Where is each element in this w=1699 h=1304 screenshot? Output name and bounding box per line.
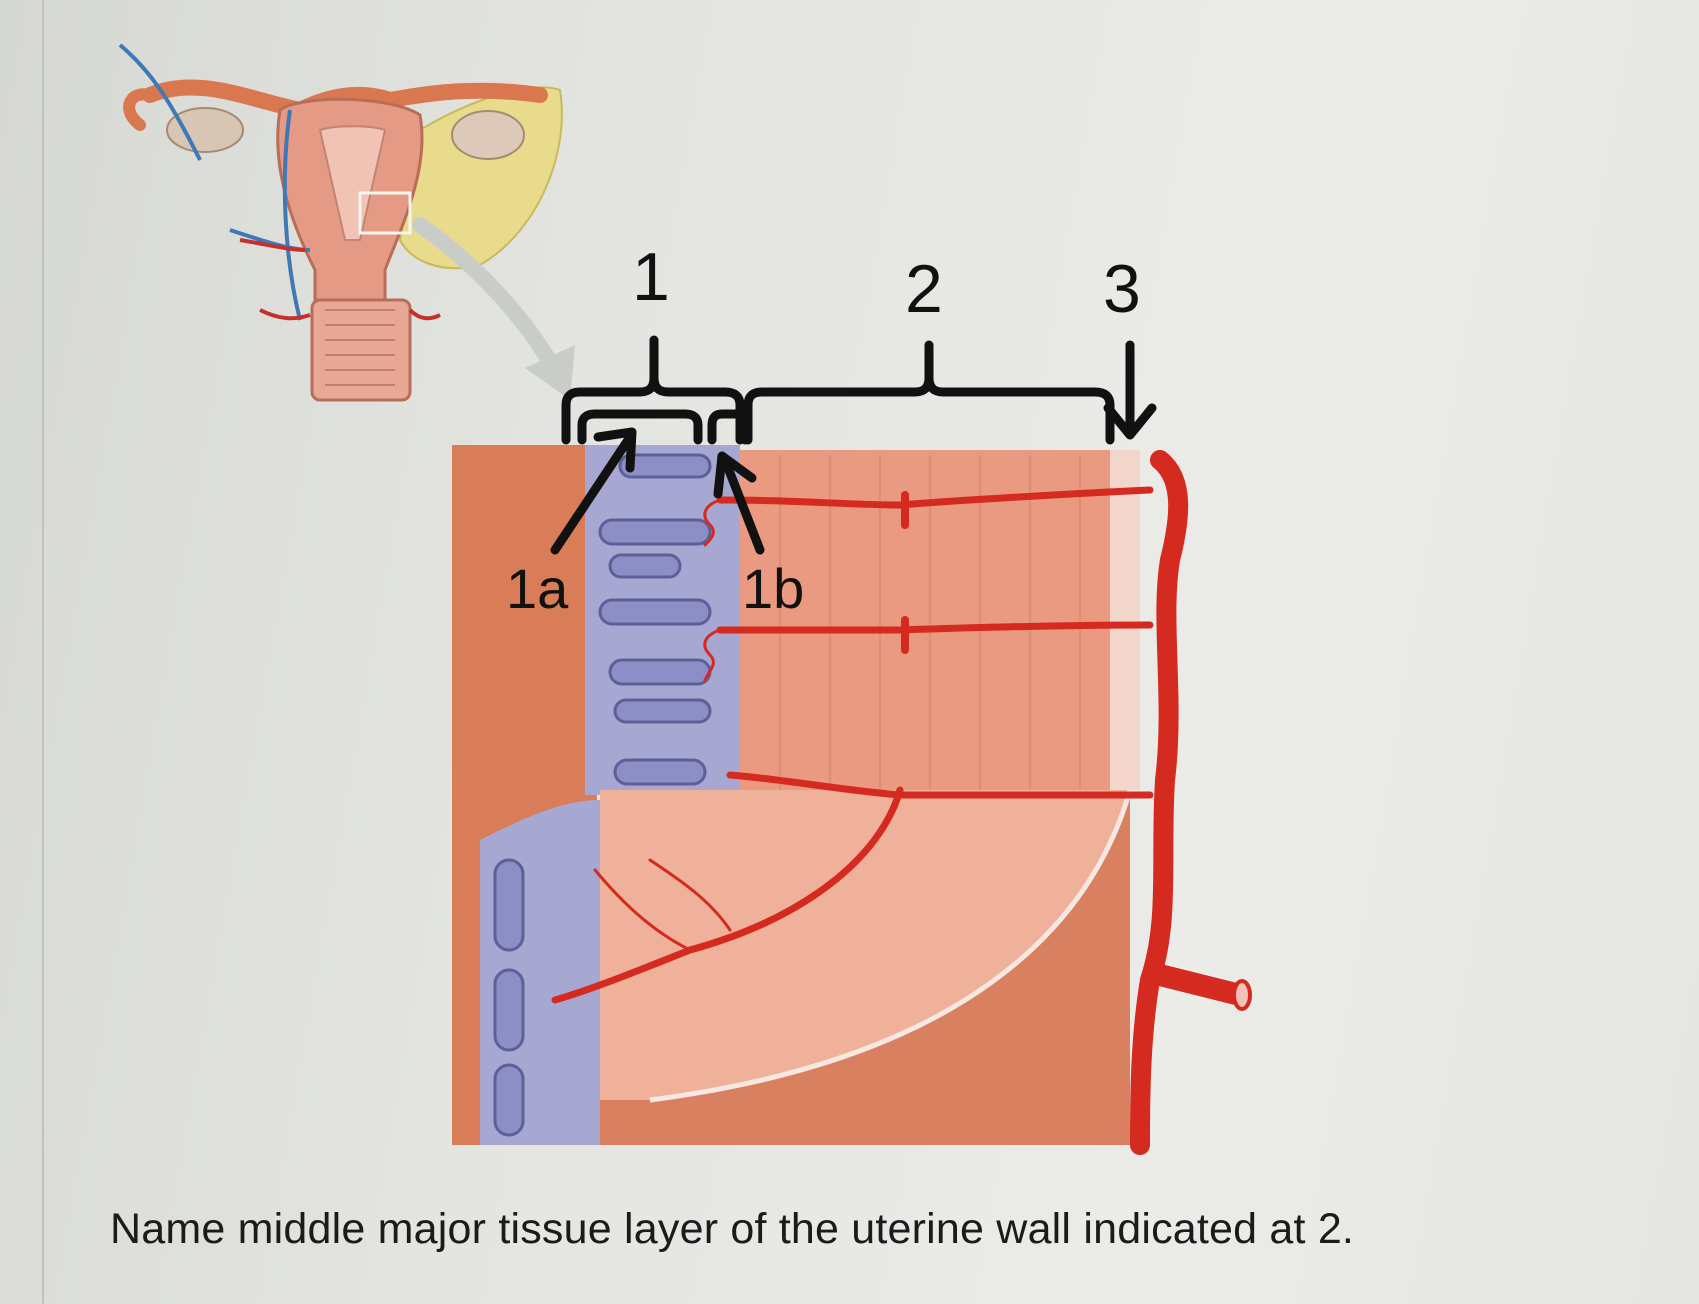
uterine-wall-diagram: 1 2 3 1a 1b <box>118 43 1252 1155</box>
layer-brackets <box>550 335 1157 555</box>
label-layer-2: 2 <box>905 251 943 327</box>
label-sublayer-1a: 1a <box>506 557 569 620</box>
blood-vessels <box>551 450 1252 1155</box>
label-sublayer-1b: 1b <box>742 557 804 620</box>
page-left-border <box>42 0 44 1304</box>
label-layer-3: 3 <box>1103 251 1141 327</box>
label-layer-1: 1 <box>632 239 670 315</box>
uterus-overview-illustration <box>118 43 575 402</box>
question-text: Name middle major tissue layer of the ut… <box>110 1205 1355 1253</box>
tissue-block <box>452 445 1140 1145</box>
